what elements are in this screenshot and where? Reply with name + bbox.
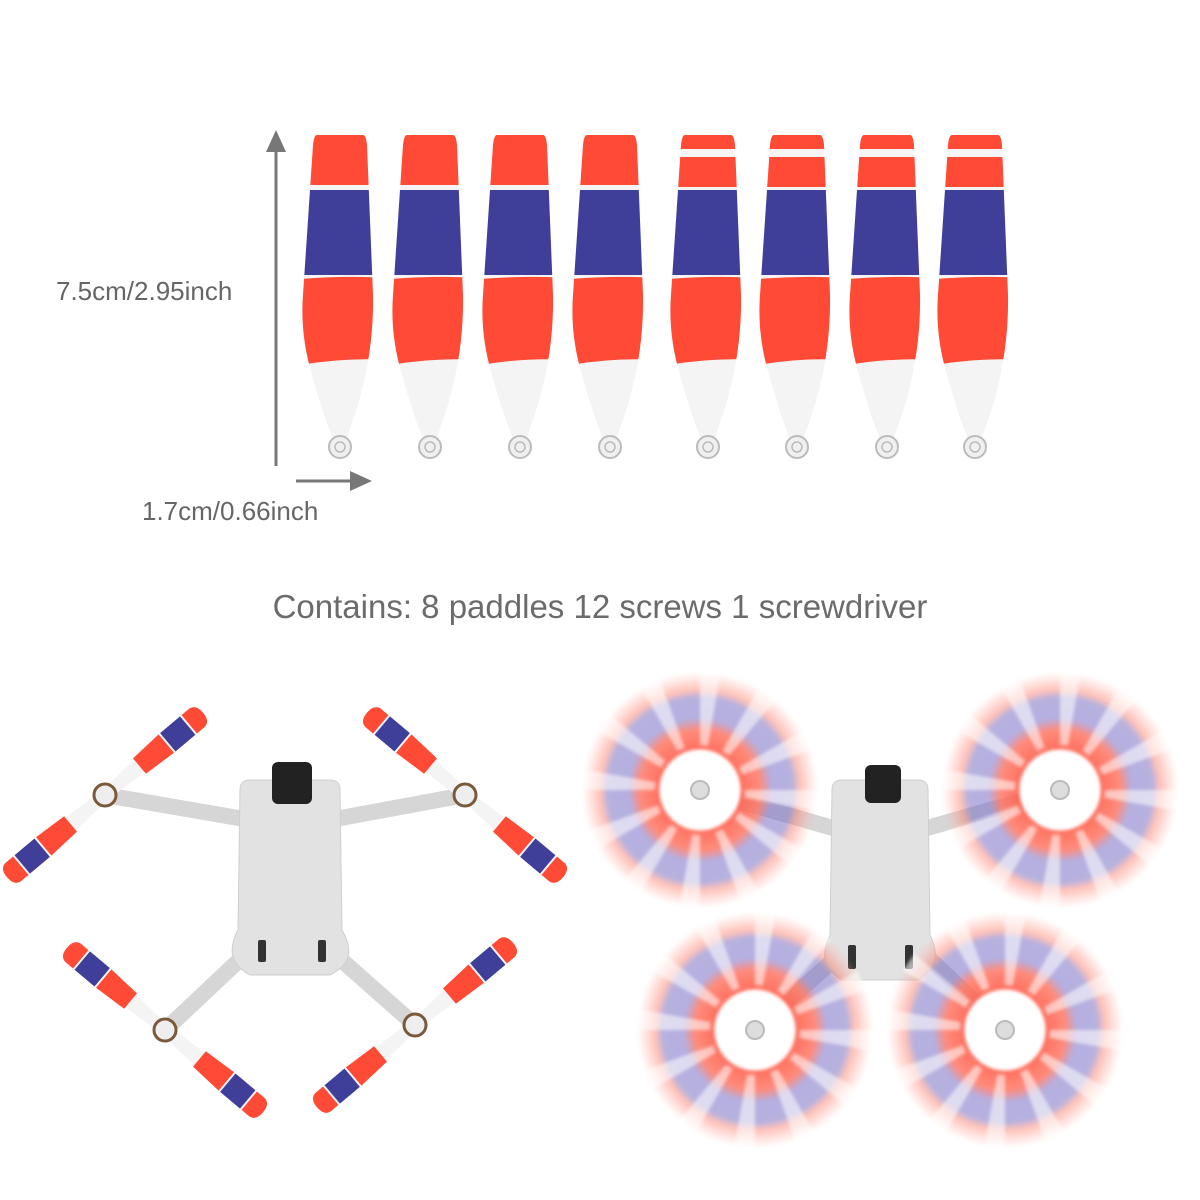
paddle-row — [290, 135, 1025, 458]
motor-hub-icon — [690, 780, 710, 800]
motor-hub-icon — [995, 1020, 1015, 1040]
paddle-3 — [470, 135, 570, 458]
paddle-5 — [658, 135, 758, 458]
paddle-2 — [380, 135, 480, 458]
paddle-8 — [925, 135, 1025, 458]
motor-hub-icon — [1050, 780, 1070, 800]
paddle-1 — [290, 135, 390, 458]
paddle-6 — [747, 135, 847, 458]
package-contents-text: Contains: 8 paddles 12 screws 1 screwdri… — [272, 588, 928, 625]
width-arrow — [296, 471, 372, 491]
width-dimension-label: 1.7cm/0.66inch — [142, 496, 319, 526]
paddle-7 — [837, 135, 937, 458]
paddle-4 — [560, 135, 660, 458]
height-arrow — [266, 130, 286, 466]
motor-hub-icon — [745, 1020, 765, 1040]
height-dimension-label: 7.5cm/2.95inch — [56, 276, 233, 306]
drone-with-propellers — [0, 703, 571, 1122]
